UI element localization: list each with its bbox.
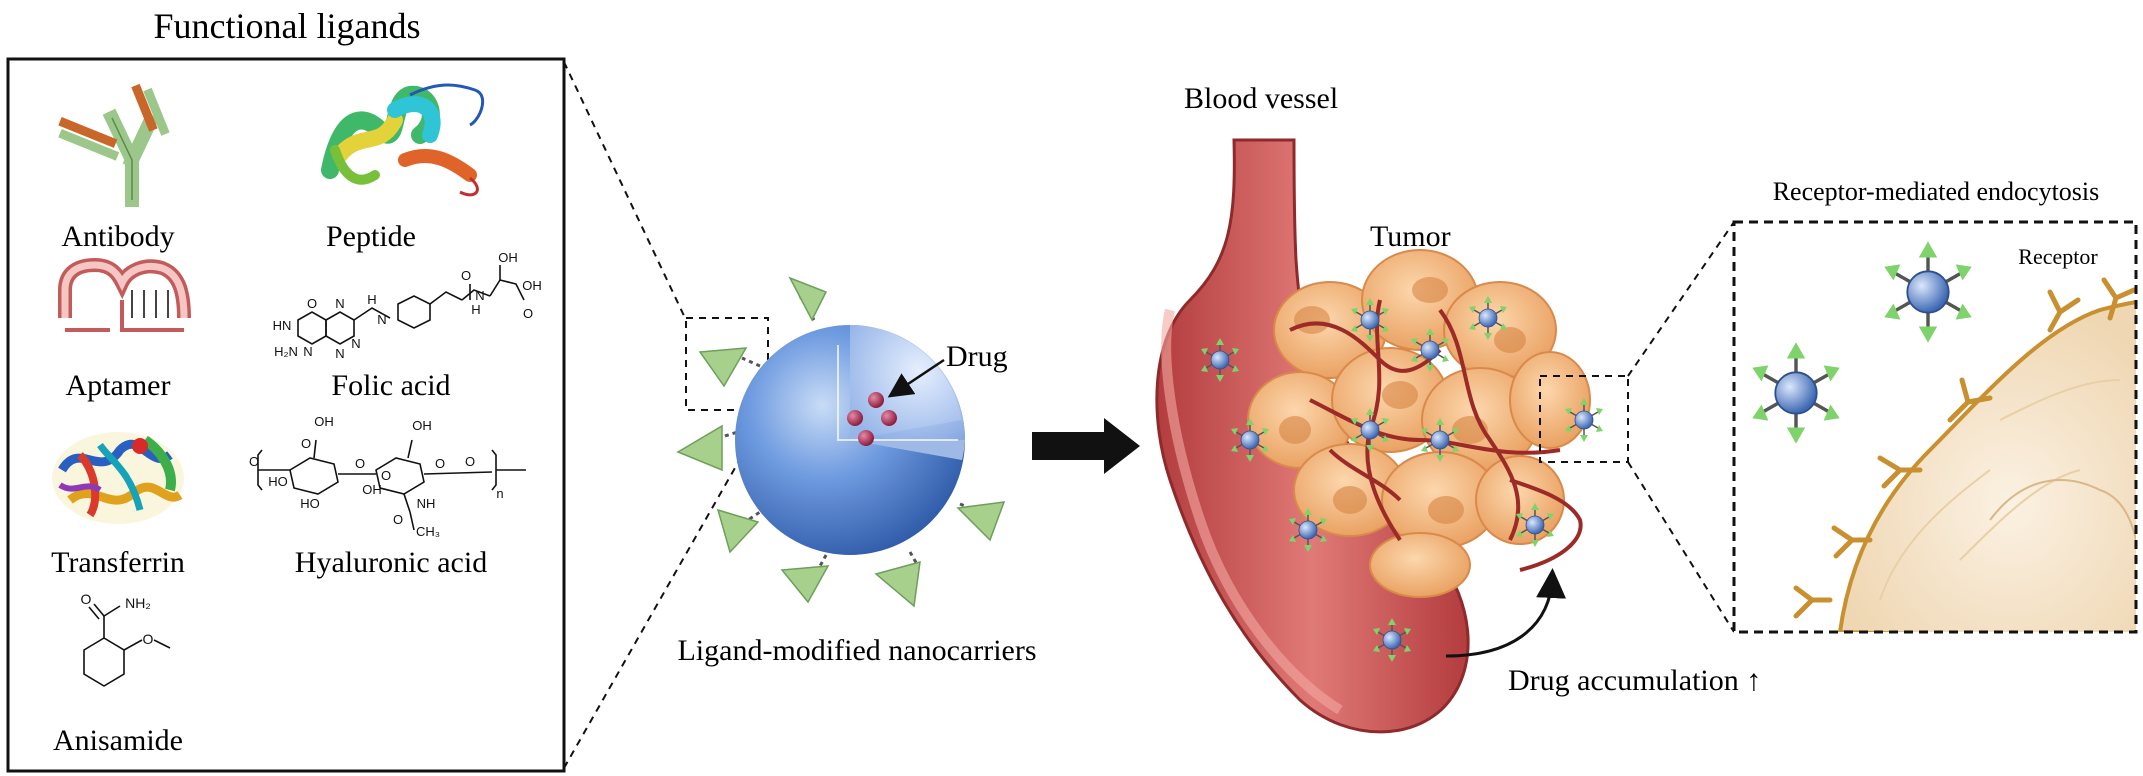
svg-text:NH: NH bbox=[417, 496, 436, 511]
zoom-line-bottom bbox=[563, 409, 769, 769]
drug-pointer-arrow bbox=[887, 358, 945, 398]
svg-text:H: H bbox=[367, 292, 376, 307]
svg-text:O: O bbox=[301, 436, 311, 451]
svg-text:O: O bbox=[355, 456, 365, 471]
svg-text:O: O bbox=[249, 454, 259, 469]
tumor-label: Tumor bbox=[1370, 220, 1451, 253]
svg-text:N: N bbox=[351, 336, 360, 351]
folic-acid-atoms: O OH O N N HN H N H N O OH H₂N N N bbox=[273, 250, 542, 361]
transferrin-ribbon-icon bbox=[52, 432, 184, 524]
svg-text:N: N bbox=[377, 312, 386, 327]
panel-title: Functional ligands bbox=[154, 6, 421, 46]
ligand-label-folic-acid: Folic acid bbox=[331, 369, 450, 402]
svg-text:O: O bbox=[523, 306, 533, 321]
drug-accumulation-label: Drug accumulation ↑ bbox=[1508, 664, 1761, 697]
svg-text:NH₂: NH₂ bbox=[125, 595, 151, 611]
svg-text:N: N bbox=[335, 346, 344, 361]
anisamide-atoms: O NH₂ O bbox=[81, 591, 154, 647]
svg-text:n: n bbox=[496, 486, 503, 501]
svg-text:O: O bbox=[435, 456, 445, 471]
endocytosis-title: Receptor-mediated endocytosis bbox=[1773, 177, 2100, 206]
svg-text:O: O bbox=[143, 631, 154, 647]
ligand-label-hyaluronic-acid: Hyaluronic acid bbox=[295, 546, 487, 579]
hyaluronic-acid-structure-icon bbox=[257, 439, 526, 531]
nanocarrier-ligands bbox=[676, 276, 1006, 608]
svg-text:OH: OH bbox=[412, 418, 432, 433]
accumulation-arrow bbox=[1445, 568, 1567, 658]
svg-text:HN: HN bbox=[273, 318, 292, 333]
anisamide-structure-icon bbox=[83, 603, 171, 687]
svg-text:N: N bbox=[335, 296, 344, 311]
svg-text:O: O bbox=[393, 512, 403, 527]
drug-molecules bbox=[847, 392, 897, 446]
svg-text:O: O bbox=[465, 454, 475, 469]
folic-acid-structure-icon bbox=[297, 265, 525, 345]
zoom-line-top bbox=[563, 61, 687, 321]
ligand-label-antibody: Antibody bbox=[61, 220, 174, 253]
svg-text:OH: OH bbox=[498, 250, 518, 265]
svg-text:O: O bbox=[461, 268, 471, 283]
svg-text:OH: OH bbox=[314, 414, 334, 429]
hyaluronic-acid-atoms: O OH HO O HO O OH O O O OH NH O CH₃ n bbox=[249, 414, 504, 539]
blood-vessel-label: Blood vessel bbox=[1184, 82, 1338, 115]
ligand-label-peptide: Peptide bbox=[326, 220, 416, 253]
svg-text:OH: OH bbox=[362, 482, 382, 497]
nanocarrier-caption: Ligand-modified nanocarriers bbox=[677, 634, 1036, 667]
zoom-line-upper bbox=[1627, 221, 1735, 377]
ligand-zoom-box bbox=[685, 317, 769, 411]
zoom-line-lower bbox=[1627, 461, 1735, 633]
endocytosis-panel: Receptor bbox=[1734, 222, 2137, 632]
svg-text:HO: HO bbox=[268, 474, 288, 489]
ligand-label-transferrin: Transferrin bbox=[51, 546, 185, 579]
ligand-label-anisamide: Anisamide bbox=[53, 724, 183, 757]
svg-text:N: N bbox=[475, 288, 484, 303]
endocytosis-frame bbox=[1732, 220, 2138, 634]
drug-label: Drug bbox=[946, 340, 1008, 373]
tumor-zoom-box bbox=[1539, 375, 1629, 463]
svg-text:O: O bbox=[81, 591, 92, 607]
svg-text:N: N bbox=[303, 344, 312, 359]
svg-text:O: O bbox=[307, 296, 317, 311]
svg-text:H₂N: H₂N bbox=[274, 344, 298, 359]
aptamer-hairpin-icon bbox=[58, 257, 191, 332]
svg-text:H: H bbox=[471, 302, 480, 317]
process-arrow-icon bbox=[1032, 418, 1140, 474]
antibody-icon bbox=[58, 83, 170, 207]
receptor-icons bbox=[1793, 277, 2137, 619]
svg-text:HO: HO bbox=[300, 496, 320, 511]
svg-text:O: O bbox=[381, 468, 391, 483]
receptor-label: Receptor bbox=[2018, 244, 2098, 269]
ligand-label-aptamer: Aptamer bbox=[66, 369, 171, 402]
nanocarrier-sphere bbox=[735, 325, 965, 555]
svg-text:CH₃: CH₃ bbox=[416, 524, 440, 539]
tumor-nuclei bbox=[1279, 277, 1526, 524]
svg-text:OH: OH bbox=[522, 278, 542, 293]
ligand-panel-frame bbox=[6, 57, 566, 773]
peptide-ribbon-icon bbox=[321, 83, 485, 197]
